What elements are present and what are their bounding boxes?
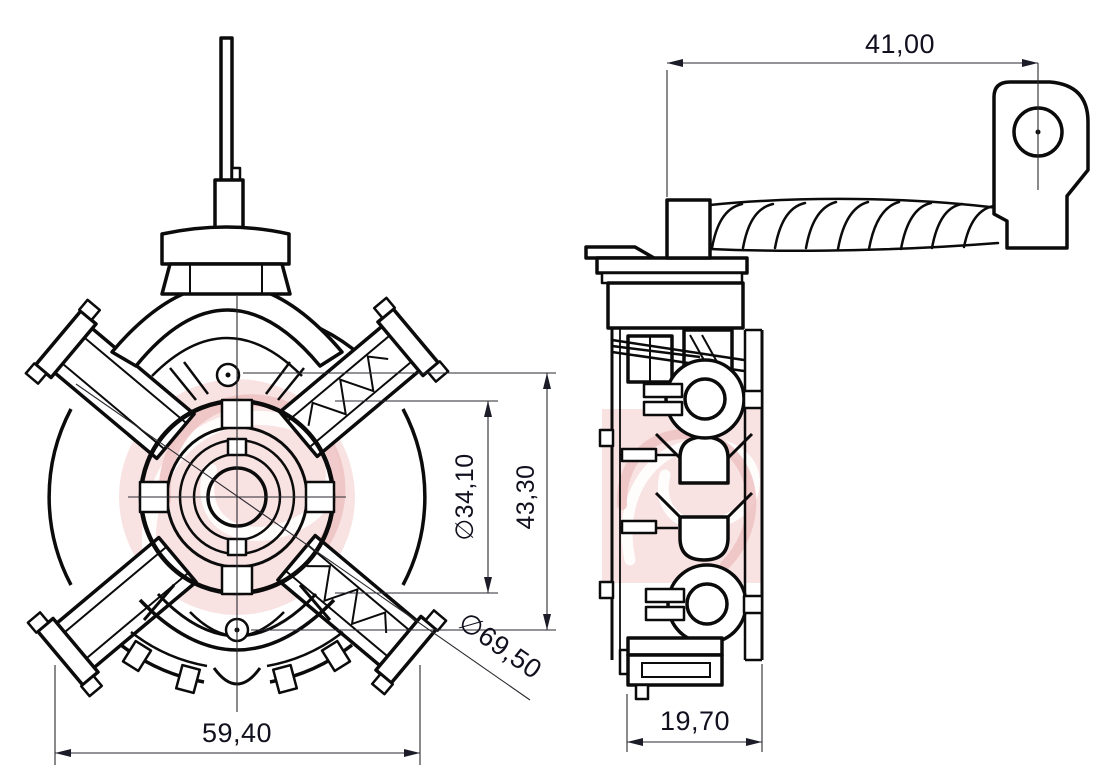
terminal-stud — [219, 36, 234, 186]
rim-tabs — [121, 639, 352, 695]
dimension-label-outer-diameter: ∅69,50 — [453, 606, 547, 685]
spring-drum-upper — [642, 358, 764, 440]
brush-spring-zigzag — [306, 565, 388, 634]
dimension-hole-spacing: 43,30 — [243, 372, 556, 631]
dimension-outer-diameter: ∅69,50 — [453, 606, 547, 685]
brush-box-ne — [278, 296, 450, 459]
brush-spring-zigzag — [307, 355, 389, 427]
brush-cup-lower — [654, 491, 754, 562]
left-tab-upper — [598, 428, 615, 448]
dimension-label-ring-diameter: ∅34,10 — [451, 453, 479, 540]
side-view — [584, 80, 1090, 701]
terminal-lug — [992, 80, 1090, 250]
diameter-leader-line — [75, 383, 531, 701]
dimension-overall-width: 59,40 — [54, 665, 421, 765]
dimension-label-wire-length: 41,00 — [865, 29, 935, 59]
dimension-label-hole-spacing: 43,30 — [512, 464, 540, 529]
bottom-foot — [634, 683, 650, 701]
spring-drum-lower — [644, 563, 764, 645]
top-plate — [595, 256, 749, 275]
dimension-wire-length: 41,00 — [666, 29, 1039, 197]
terminal-pedestal — [160, 36, 292, 296]
centerlines — [75, 296, 531, 712]
mounting-hole-top — [215, 362, 241, 388]
wire-clamp-block — [665, 198, 712, 260]
front-view — [24, 36, 531, 712]
braided-wire — [708, 197, 1000, 253]
bottom-plates — [618, 636, 724, 701]
watermark-right-logo — [602, 409, 763, 583]
brush-box-sw — [26, 535, 198, 698]
dimension-body-depth: 19,70 — [626, 664, 763, 752]
left-tab-lower — [598, 580, 615, 600]
upper-block — [606, 281, 745, 330]
brush-box-se — [276, 533, 448, 696]
dimension-label-overall-width: 59,40 — [202, 718, 272, 748]
brush-box-nw — [24, 298, 196, 461]
dimension-ring-diameter: ∅34,10 — [335, 400, 498, 594]
dimension-label-body-depth: 19,70 — [660, 706, 730, 736]
